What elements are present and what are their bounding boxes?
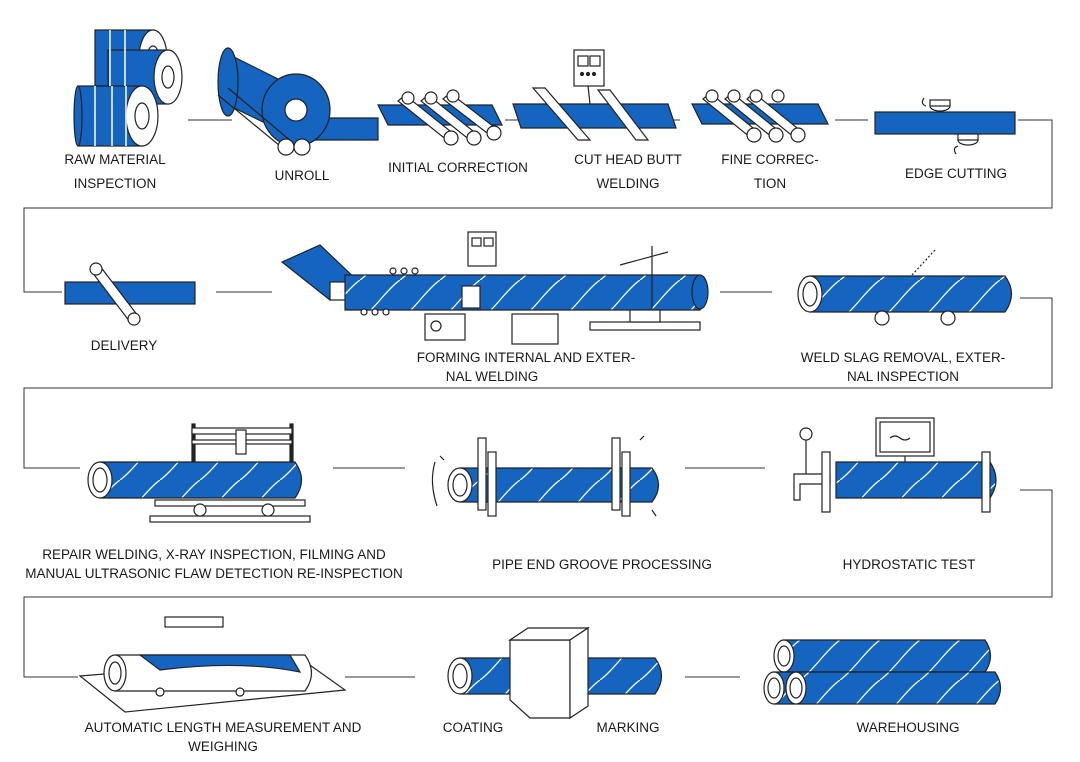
edge-cutting-illustration: [874, 97, 1016, 155]
label-initial-correction: INITIAL CORRECTION: [388, 160, 528, 175]
slag-removal-illustration: [797, 249, 1013, 326]
flow-connectors: [23, 119, 1053, 678]
forming-welding-illustration: [280, 231, 709, 345]
label-coating: COATING: [443, 720, 504, 735]
unroll-illustration: [217, 47, 379, 156]
length-measurement-illustration: [78, 616, 347, 713]
label-edge-cutting: EDGE CUTTING: [905, 166, 1007, 181]
initial-correction-illustration: [377, 89, 503, 146]
coating-marking-illustration: [447, 626, 663, 720]
fine-correction-illustration: [691, 89, 829, 143]
label-raw-material-line2: INSPECTION: [74, 176, 157, 191]
delivery-illustration: [64, 262, 196, 326]
label-forming-line1: FORMING INTERNAL AND EXTER-: [417, 350, 636, 365]
step-labels: RAW MATERIAL INSPECTION UNROLL INITIAL C…: [25, 152, 1007, 754]
label-length-measurement-line1: AUTOMATIC LENGTH MEASUREMENT AND: [85, 720, 362, 735]
label-butt-welding-line2: WELDING: [596, 176, 659, 191]
butt-welding-illustration: [512, 49, 677, 141]
label-hydrostatic-test: HYDROSTATIC TEST: [843, 557, 976, 572]
label-delivery: DELIVERY: [91, 338, 158, 353]
hydrostatic-test-illustration: [793, 417, 997, 513]
label-warehousing: WAREHOUSING: [856, 720, 959, 735]
label-slag-removal-line2: NAL INSPECTION: [847, 369, 959, 384]
label-raw-material-line1: RAW MATERIAL: [64, 152, 166, 167]
pipe-end-groove-illustration: [431, 435, 660, 517]
label-repair-line1: REPAIR WELDING, X-RAY INSPECTION, FILMIN…: [42, 547, 386, 562]
label-repair-line2: MANUAL ULTRASONIC FLAW DETECTION RE-INSP…: [25, 566, 403, 581]
label-unroll: UNROLL: [275, 168, 330, 183]
label-slag-removal-line1: WELD SLAG REMOVAL, EXTER-: [801, 350, 1006, 365]
repair-welding-illustration: [87, 423, 311, 523]
raw-material-coils-illustration: [73, 29, 183, 147]
label-butt-welding-line1: CUT HEAD BUTT: [574, 152, 682, 167]
label-forming-line2: NAL WELDING: [446, 369, 539, 384]
warehousing-illustration: [763, 639, 1002, 705]
label-marking: MARKING: [596, 720, 659, 735]
label-fine-correction-line1: FINE CORREC-: [721, 152, 819, 167]
label-pipe-end-groove: PIPE END GROOVE PROCESSING: [492, 557, 712, 572]
label-fine-correction-line2: TION: [754, 176, 786, 191]
label-length-measurement-line2: WEIGHING: [188, 739, 258, 754]
